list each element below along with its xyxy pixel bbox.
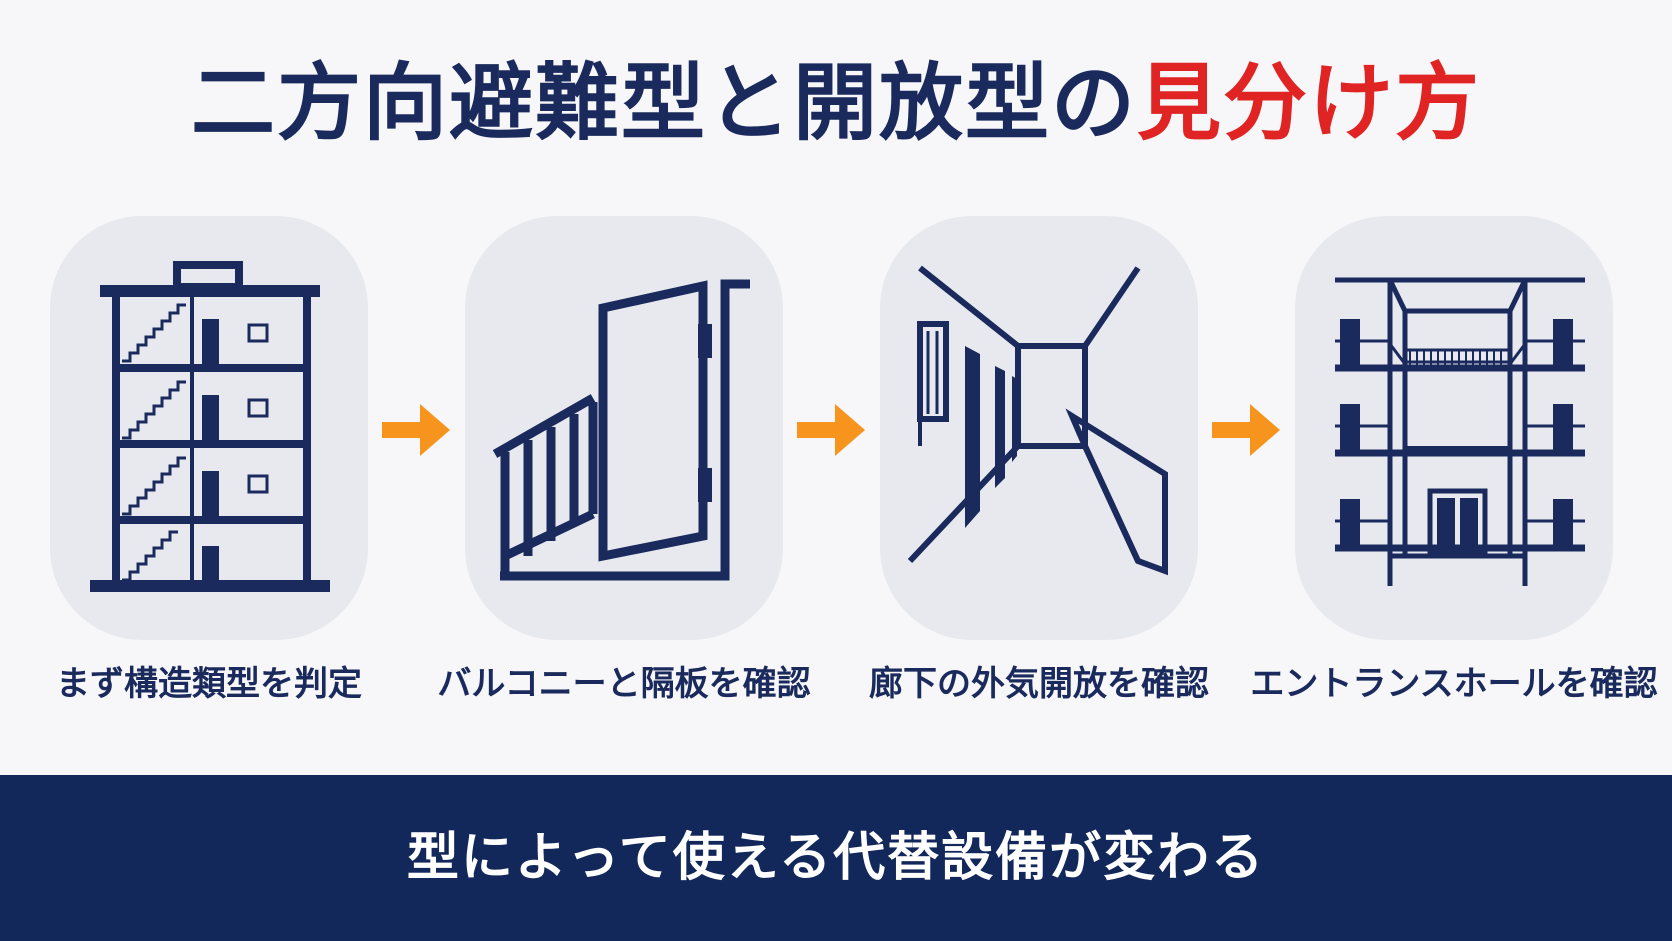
title-highlight: 見分け方	[1137, 54, 1482, 152]
balcony-partition-icon	[492, 279, 750, 581]
page-title: 二方向避難型と開放型の見分け方	[0, 48, 1672, 158]
step-card-2	[465, 216, 783, 640]
step-label-2: バルコニーと隔板を確認	[437, 664, 811, 704]
step-card-4	[1295, 216, 1613, 640]
arrow-right-icon	[382, 404, 450, 456]
step-label-4: エントランスホールを確認	[1250, 664, 1658, 704]
open-corridor-icon	[907, 265, 1168, 576]
arrow-right-icon	[797, 404, 865, 456]
step-label-1: まず構造類型を判定	[56, 664, 362, 704]
arrow-right-icon	[1212, 404, 1280, 456]
step-label-3: 廊下の外気開放を確認	[869, 664, 1209, 704]
title-prefix: 二方向避難型と開放型の	[190, 54, 1137, 152]
footer-banner: 型によって使える代替設備が変わる	[0, 775, 1672, 941]
step-card-1	[50, 216, 368, 640]
step-card-3	[880, 216, 1198, 640]
banner-text: 型によって使える代替設備が変わる	[406, 828, 1266, 888]
building-stairs-icon	[90, 261, 330, 592]
entrance-hall-icon	[1335, 277, 1585, 586]
